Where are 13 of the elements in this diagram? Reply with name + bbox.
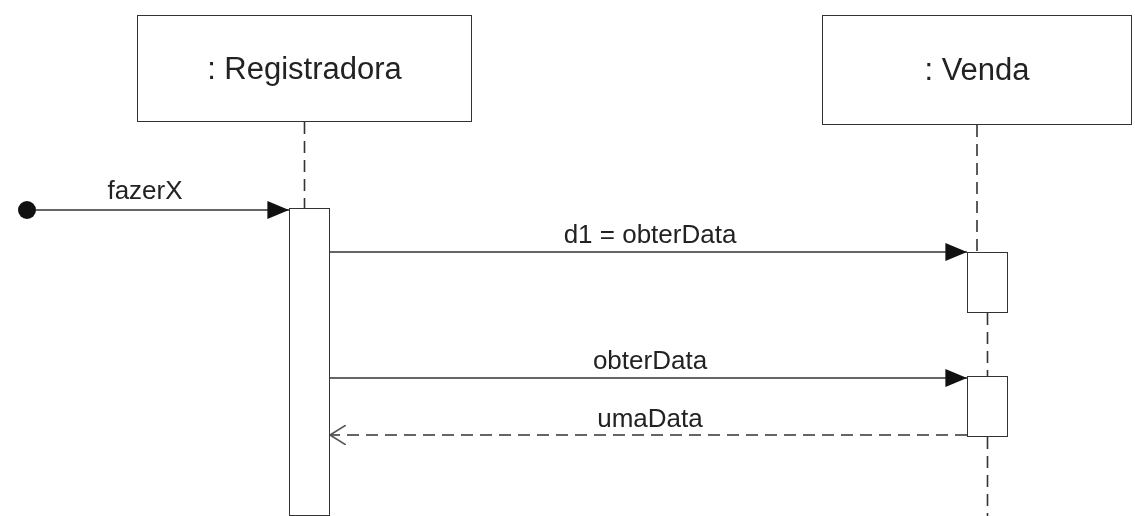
- activation-bar: [289, 208, 330, 516]
- return-arrow: [329, 424, 968, 446]
- activation-bar: [967, 376, 1008, 437]
- lifeline: [986, 312, 989, 377]
- object-box: : Venda: [822, 15, 1132, 125]
- activation-bar: [967, 252, 1008, 313]
- start-dot: [18, 201, 36, 219]
- message-arrow: [329, 243, 968, 261]
- lifeline: [303, 121, 306, 209]
- object-box: : Registradora: [137, 15, 472, 122]
- message-arrow: [329, 369, 968, 387]
- lifeline: [976, 124, 978, 253]
- message-arrow: [35, 201, 290, 219]
